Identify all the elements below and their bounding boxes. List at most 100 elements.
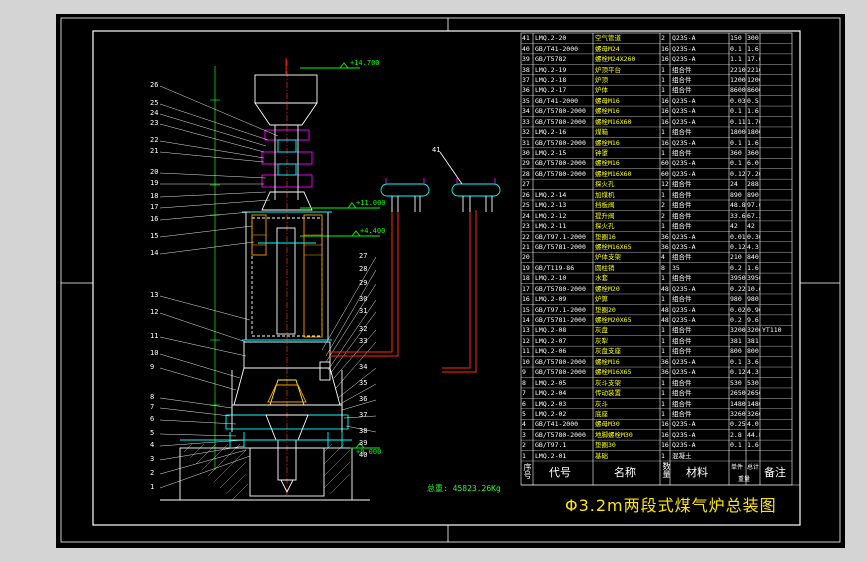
elevation-top: +14.700 (350, 59, 380, 67)
bom-cell-code: LMQ.2-15 (535, 149, 567, 158)
bom-cell-code: LMQ.2-06 (535, 347, 567, 356)
bom-cell-name: 螺栓M24X260 (595, 55, 636, 64)
callout-left: 22 (150, 136, 159, 144)
bom-cell-name: 螺栓M16X65 (595, 242, 632, 251)
bom-cell-w1: 1200 (730, 75, 746, 84)
bom-cell-mat: Q235-A (672, 34, 696, 43)
bom-cell-mat: Q235-A (672, 96, 696, 105)
bom-cell-code: LMQ.2-18 (535, 75, 567, 84)
air-pipe-drum-left (380, 183, 430, 197)
bom-cell-code: LMQ.2-11 (535, 222, 567, 231)
bom-cell-w1: 0.12 (730, 169, 746, 178)
bom-cell-qty: 36 (661, 232, 669, 241)
bom-cell-name: 垫圈16 (595, 232, 616, 241)
bom-cell-w1: 150 (730, 34, 742, 43)
bom-cell-mat: Q235-A (672, 284, 696, 293)
bom-cell-seq: 3 (522, 430, 526, 439)
bom-cell-code: GB/T5780-2000 (535, 284, 586, 293)
bom-cell-seq: 24 (522, 211, 530, 220)
bom-cell-w1: 0.22 (730, 284, 746, 293)
bom-cell-code: GB/T41-2000 (535, 44, 579, 53)
bom-cell-seq: 16 (522, 295, 530, 304)
bom-cell-seq: 7 (522, 389, 526, 398)
callout-left: 23 (150, 119, 159, 127)
bom-cell-code: LMQ.2-04 (535, 389, 567, 398)
bom-cell-code: GB/T97.1-2000 (535, 232, 586, 241)
bom-cell-mat: Q235-A (672, 55, 696, 64)
bom-cell-qty: 1 (661, 190, 665, 199)
bom-cell-w2: 1200 (747, 75, 760, 84)
bom-cell-qty: 4 (661, 253, 665, 262)
callout-right: 35 (359, 379, 368, 387)
bom-cell-name: 灰斗 (595, 399, 608, 408)
bom-cell-qty: 2 (661, 34, 665, 43)
bom-cell-mat: Q235-A (672, 138, 696, 147)
bom-cell-w2: 1.76 (747, 117, 760, 126)
bom-cell-code: LMQ.2-20 (535, 34, 567, 43)
bom-cell-seq: 33 (522, 117, 530, 126)
bom-cell-qty: 16 (661, 430, 669, 439)
callout-left: 26 (150, 81, 159, 89)
bom-cell-w1: 381 (730, 336, 742, 345)
bom-cell-mat: Q235-A (672, 159, 696, 168)
callout-right: 31 (359, 307, 368, 315)
bom-cell-code: LMQ.2-16 (535, 128, 567, 137)
bom-cell-w2: 4.3 (747, 242, 759, 251)
bom-cell-w1: 0.02 (730, 305, 746, 314)
callout-left: 8 (150, 393, 155, 401)
bom-cell-mat: 组合件 (672, 410, 692, 418)
bom-cell-name: 灰盘支座 (595, 347, 621, 356)
bom-cell-seq: 40 (522, 44, 530, 53)
bom-cell-w1: 2.8 (730, 430, 742, 439)
bom-cell-w1: 3260 (730, 410, 746, 418)
bom-cell-w2: 980 (747, 295, 759, 304)
bom-cell-w2: 4.0 (747, 420, 759, 429)
bom-cell-name: 灰犁 (595, 336, 608, 345)
bom-cell-mat: 组合件 (672, 295, 692, 304)
bom-cell-name: 灰斗支架 (595, 378, 621, 387)
callout-right: 37 (359, 411, 368, 419)
bom-cell-w1: 0.1 (730, 357, 742, 366)
bom-cell-name: 垫圈30 (595, 441, 616, 450)
bom-cell-seq: 1 (522, 451, 526, 460)
bom-cell-w1: 0.12 (730, 242, 746, 251)
bom-cell-code: GB/T5780-2000 (535, 107, 586, 116)
bom-cell-name: 螺母M30 (595, 420, 620, 429)
bom-cell-w1: 890 (730, 190, 742, 199)
callout-left: 15 (150, 232, 159, 240)
callout-left: 20 (150, 168, 159, 176)
bom-cell-code: GB/T5781-2000 (535, 316, 586, 325)
bom-cell-mat: 组合件 (672, 75, 692, 84)
bom-cell-name: 螺母M16 (595, 96, 620, 105)
bom-cell-w1: 0.1 (730, 44, 742, 53)
bom-cell-w2: 3.6 (747, 357, 759, 366)
bom-cell-name: 炉体 (595, 86, 608, 95)
bom-cell-qty: 1 (661, 128, 665, 137)
bom-cell-seq: 10 (522, 357, 530, 366)
bom-cell-name: 空气管道 (595, 34, 621, 43)
bom-cell-code: LMQ.2-19 (535, 65, 567, 74)
bom-header-name: 名称 (614, 466, 636, 479)
bom-cell-code: GB/T5780-2000 (535, 117, 586, 126)
bom-cell-w2: 800 (747, 347, 759, 356)
inner-frame (92, 30, 801, 526)
elevation-4: +4.400 (360, 227, 386, 235)
bom-cell-w1: 530 (730, 378, 742, 387)
bom-cell-w2: 44.8 (747, 430, 760, 439)
bom-cell-w1: 33.6 (730, 211, 746, 220)
bom-cell-w1: 0.1 (730, 107, 742, 116)
bom-cell-qty: 1 (661, 149, 665, 158)
bom-cell-w1: 0.1 (730, 159, 742, 168)
bom-cell-seq: 29 (522, 159, 530, 168)
bom-cell-w2: 0.96 (747, 305, 760, 314)
bom-cell-mat: 组合件 (672, 190, 692, 199)
bom-cell-seq: 31 (522, 138, 530, 147)
bom-cell-mat: Q235-A (672, 107, 696, 116)
bom-table-grid (520, 32, 800, 486)
bom-cell-name: 传动装置 (595, 389, 621, 398)
bom-header-code: 代号 (549, 466, 571, 479)
callout-right: 34 (359, 363, 368, 371)
callout-right: 38 (359, 427, 368, 435)
bom-cell-code: GB/T97.1 (535, 441, 567, 450)
bom-cell-qty: 1 (661, 399, 665, 408)
